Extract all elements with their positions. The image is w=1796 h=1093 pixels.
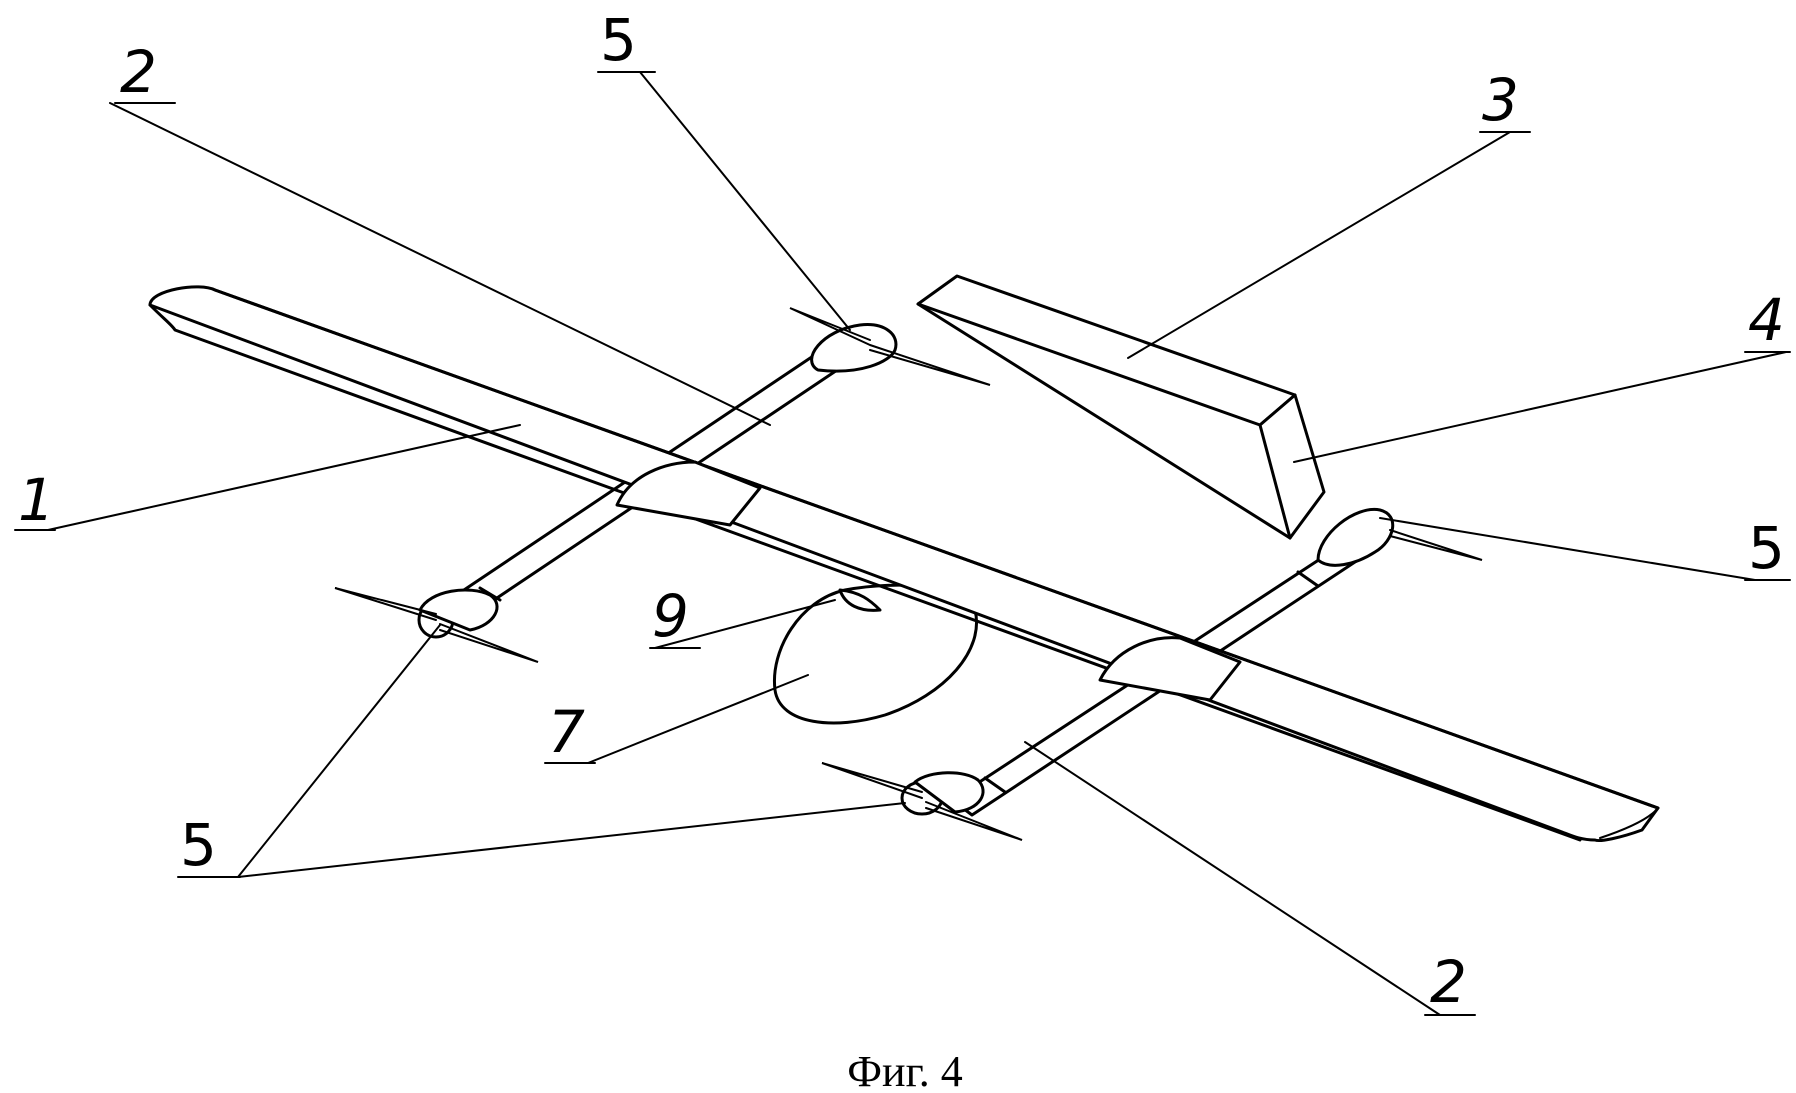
label-tail-fin: 4 <box>1748 286 1785 354</box>
rotor-right <box>1316 508 1483 567</box>
rotor-left <box>334 587 539 663</box>
label-wing: 1 <box>18 466 55 534</box>
label-rotor-top: 5 <box>600 6 637 74</box>
figure-caption: Фиг. 4 <box>847 1047 962 1093</box>
label-fuselage: 7 <box>548 698 585 766</box>
label-tail-stabilizer: 3 <box>1482 66 1519 134</box>
tail-stabilizer <box>916 274 1326 540</box>
label-underlines <box>14 71 1791 1016</box>
main-wing <box>148 285 1660 842</box>
label-boom-right: 2 <box>1430 948 1467 1016</box>
label-rotor-right: 5 <box>1748 514 1785 582</box>
label-boom-left: 2 <box>120 38 157 106</box>
rotor-top <box>789 307 991 386</box>
fuselage-pod <box>772 583 978 725</box>
label-rotors-bottom: 5 <box>180 811 217 879</box>
rotor-bottom <box>821 762 1023 841</box>
leader-lines <box>47 71 1787 1016</box>
label-canopy: 9 <box>652 582 689 650</box>
